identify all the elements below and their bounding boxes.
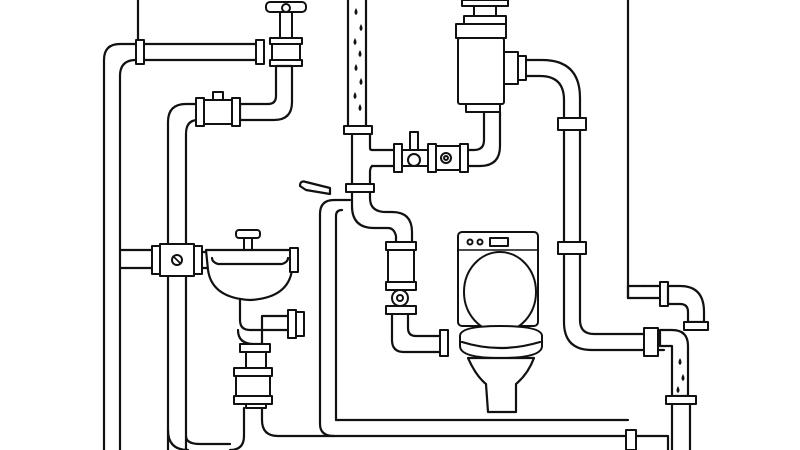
sink-basin [204, 248, 294, 302]
wall-lines [136, 0, 630, 300]
sink [204, 229, 305, 346]
pipe-collar [557, 117, 587, 131]
right-loop-pipe [524, 58, 666, 357]
water-drops [353, 8, 363, 111]
leaking-supply-pipe [343, 0, 375, 193]
toilet-seat [459, 325, 543, 359]
toilet [457, 231, 543, 414]
toilet-base [466, 356, 536, 414]
center-drain-pipe [298, 180, 630, 438]
pipe-collar [255, 39, 265, 65]
right-elbow [626, 281, 709, 331]
valve-lever [409, 131, 419, 151]
pipe-collar [625, 429, 637, 450]
filter-canister [455, 0, 527, 113]
sink-tap-handle [235, 229, 261, 239]
control-knob-icon [466, 238, 474, 246]
toilet-lid [463, 251, 537, 333]
dripping-outlet [658, 328, 697, 450]
outer-left-pipe [102, 39, 265, 450]
pipe-collar [557, 241, 587, 255]
water-meter [151, 243, 214, 277]
display-panel [489, 237, 509, 247]
left-riser-pipe [166, 91, 241, 450]
pipe-collar [135, 39, 145, 65]
control-knob-icon [476, 238, 484, 246]
ball-valve-line [370, 110, 502, 173]
faucet-spout [298, 180, 332, 196]
trap-filter [228, 343, 630, 450]
